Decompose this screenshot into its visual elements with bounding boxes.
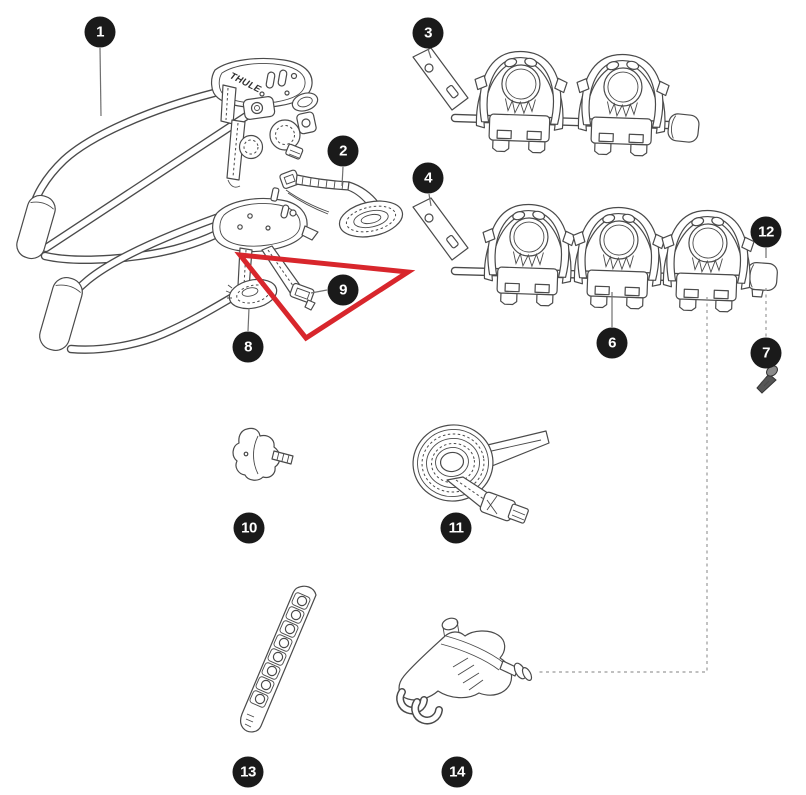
leader-line-9 [310,289,328,294]
head-hinge [242,96,276,120]
frame-pad-lower [39,277,83,351]
callout-13[interactable]: 13 [232,756,264,788]
knob-threaded-stud [271,450,294,465]
wheel-cradle [479,202,577,308]
callout-4[interactable]: 4 [412,162,444,194]
part-10-knob [232,427,294,481]
callout-6[interactable]: 6 [596,327,628,359]
head-unit-lower [212,187,319,253]
clamp-jaws [396,688,443,725]
callout-12[interactable]: 12 [750,216,782,248]
callout-10[interactable]: 10 [233,512,265,544]
callout-14[interactable]: 14 [441,756,473,788]
callout-8[interactable]: 8 [232,331,264,363]
red-highlight-triangle [234,251,416,342]
frame-pad-upper [16,194,56,260]
wheel-cradle [471,49,569,155]
part-4-rail-three-cradles [412,197,778,314]
wheel-cradle [573,52,671,158]
strap-spool-right [269,119,304,160]
strap-spool-left [238,134,264,160]
leader-line-1 [99,47,102,117]
leader-line-4 [428,193,432,207]
leader-line-3 [427,48,432,59]
callout-3[interactable]: 3 [412,17,444,49]
dashed-connector-1 [537,297,708,673]
part-11-strap-roll [412,424,550,524]
callout-1[interactable]: 1 [84,16,116,48]
part-1-carrier-frame: THULE [16,57,319,354]
callout-9[interactable]: 9 [327,274,359,306]
callout-11[interactable]: 11 [440,512,472,544]
leader-line-2 [341,166,344,187]
leader-line-8 [247,307,250,332]
part-13-ladder-strap [240,585,317,733]
part-14-frame-clamp [396,617,533,725]
head-unit-upper: THULE [211,57,319,188]
part-2-wheel-strap [279,169,404,238]
wheel-cradle-middle [569,205,667,311]
callout-2[interactable]: 2 [327,135,359,167]
callout-7[interactable]: 7 [750,337,782,369]
strap-buckle [479,491,529,524]
connector-lines [99,47,767,673]
part-3-rail-two-cradles [412,47,700,158]
